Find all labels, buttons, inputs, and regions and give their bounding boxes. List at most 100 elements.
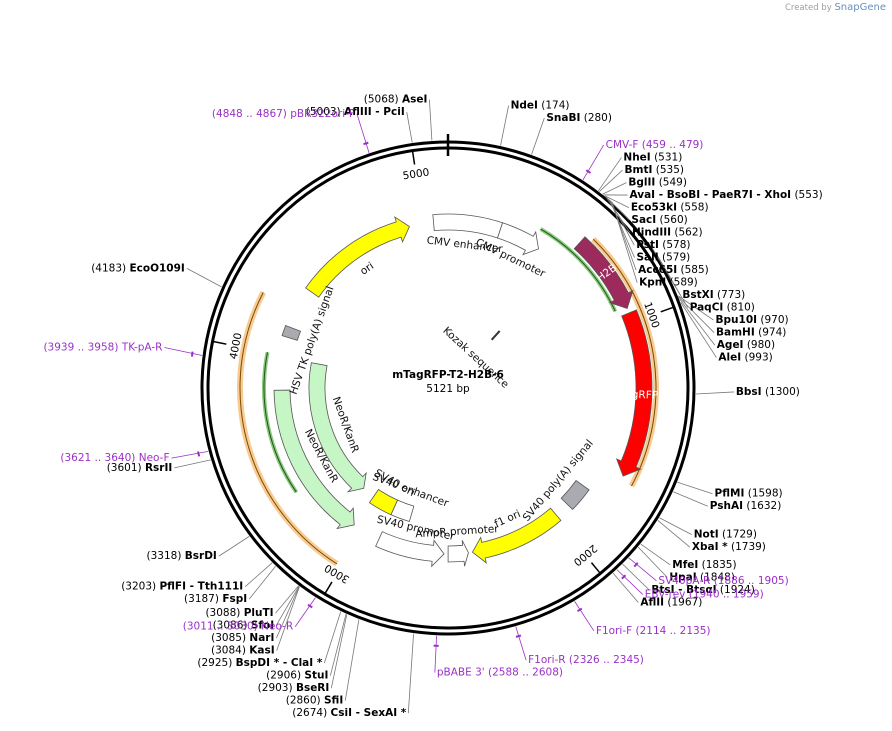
site-label[interactable]: (3086) SfoI bbox=[213, 620, 275, 632]
primer-label[interactable]: (3621 .. 3640) Neo-F bbox=[60, 452, 169, 464]
primer-label[interactable]: CMV-F (459 .. 479) bbox=[606, 139, 704, 151]
site-label[interactable]: Acc65I (585) bbox=[638, 264, 709, 276]
enzyme-position: (585) bbox=[681, 264, 709, 276]
enzyme-position: (1739) bbox=[731, 541, 766, 553]
primer-label[interactable]: EBV-rev (1940 .. 1959) bbox=[645, 588, 764, 600]
enzyme-position: (4183) bbox=[91, 262, 126, 274]
feature-ampr-promoter[interactable] bbox=[447, 540, 469, 567]
enzyme-position: (1300) bbox=[765, 386, 800, 398]
primer-mark bbox=[307, 603, 313, 609]
site-label[interactable]: NotI (1729) bbox=[694, 529, 757, 541]
feature-sv40-promoter[interactable] bbox=[375, 531, 445, 568]
site-label[interactable]: SalI (579) bbox=[637, 252, 691, 264]
site-label[interactable]: (3187) FspI bbox=[184, 593, 247, 605]
feature-sv40-poly-a-signal[interactable] bbox=[560, 479, 590, 511]
site-label[interactable]: NheI (531) bbox=[623, 152, 682, 164]
site-label[interactable]: (5068) AseI bbox=[364, 94, 428, 106]
enzyme-position: (1967) bbox=[667, 596, 702, 608]
site-label[interactable]: (2925) BspDI * - ClaI * bbox=[197, 657, 322, 669]
enzyme-position: (3084) bbox=[211, 645, 246, 657]
enzyme-name: MfeI bbox=[672, 559, 698, 571]
feature-cmv-enhancer[interactable] bbox=[432, 213, 504, 239]
site-label[interactable]: (3601) RsrII bbox=[107, 462, 173, 474]
site-label[interactable]: (3088) PluTI bbox=[205, 607, 273, 619]
primer-label[interactable]: (3011 .. 3030) Neo-R bbox=[183, 621, 293, 633]
site-label[interactable]: (2903) BseRI bbox=[258, 682, 330, 694]
feature-cmv-promoter[interactable] bbox=[497, 222, 539, 256]
site-label[interactable]: (3203) PflFI - Tth111I bbox=[121, 581, 243, 593]
feature-tagrfp-t[interactable] bbox=[615, 309, 653, 477]
site-label[interactable]: (3084) KasI bbox=[211, 645, 275, 657]
enzyme-position: (1598) bbox=[748, 488, 783, 500]
site-leader bbox=[637, 546, 668, 578]
site-label[interactable]: BbsI (1300) bbox=[736, 386, 800, 398]
site-leader bbox=[500, 105, 509, 146]
site-label[interactable]: HindIII (562) bbox=[632, 227, 703, 239]
primer-label[interactable]: (4848 .. 4867) pBR322ori-F bbox=[212, 108, 355, 120]
primer-label[interactable]: SV40pA-R (1886 .. 1905) bbox=[658, 575, 788, 587]
enzyme-name: AgeI bbox=[717, 339, 744, 351]
site-label[interactable]: (5003) AflIII - PciI bbox=[306, 106, 405, 118]
site-label[interactable]: NdeI (174) bbox=[511, 99, 570, 111]
site-leader bbox=[406, 112, 413, 143]
enzyme-name: BmtI bbox=[625, 164, 653, 176]
enzyme-name: AflIII - PciI bbox=[344, 106, 405, 118]
site-label[interactable]: PaqCI (810) bbox=[690, 302, 755, 314]
site-label[interactable]: (2906) StuI bbox=[266, 670, 328, 682]
primer-leader bbox=[628, 557, 657, 582]
feature-label: TagRFP-T bbox=[619, 388, 667, 402]
primer-label[interactable]: (3939 .. 3958) TK-pA-R bbox=[43, 341, 162, 353]
primer-label[interactable]: F1ori-F (2114 .. 2135) bbox=[596, 625, 711, 637]
site-label[interactable]: AflII (1967) bbox=[640, 596, 702, 608]
feature-neor-kanr[interactable] bbox=[308, 362, 367, 493]
site-label[interactable]: (3318) BsrDI bbox=[147, 550, 217, 562]
site-label[interactable]: HpaI (1848) bbox=[669, 571, 735, 583]
enzyme-name: PshAI bbox=[710, 500, 743, 512]
site-label[interactable]: XbaI * (1739) bbox=[692, 541, 766, 553]
enzyme-name: SacI bbox=[631, 214, 656, 226]
site-label[interactable]: AvaI - BsoBI - PaeR7I - XhoI (553) bbox=[630, 189, 823, 201]
site-label[interactable]: BamHI (974) bbox=[716, 327, 786, 339]
site-label[interactable]: BglII (549) bbox=[628, 177, 687, 189]
site-label[interactable]: SnaBI (280) bbox=[546, 112, 612, 124]
site-label[interactable]: Bpu10I (970) bbox=[716, 314, 789, 326]
feature-sv40-enhancer[interactable] bbox=[390, 499, 415, 523]
site-label[interactable]: BtsI - BtsαI (1924) bbox=[651, 584, 755, 596]
site-label[interactable]: (2674) CsiI - SexAI * bbox=[292, 707, 407, 719]
primer-label[interactable]: F1ori-R (2326 .. 2345) bbox=[528, 654, 644, 666]
site-label[interactable]: (4183) EcoO109I bbox=[91, 262, 185, 274]
site-label[interactable]: PflMI (1598) bbox=[715, 488, 783, 500]
leader-lines bbox=[164, 99, 734, 714]
primer-label[interactable]: pBABE 3' (2588 .. 2608) bbox=[437, 667, 563, 679]
feature-h2b[interactable] bbox=[573, 236, 634, 310]
site-label[interactable]: KpnI (589) bbox=[639, 277, 698, 289]
site-label[interactable]: AgeI (980) bbox=[717, 339, 775, 351]
site-label[interactable]: AleI (993) bbox=[718, 352, 772, 364]
feature-ori[interactable] bbox=[305, 216, 410, 298]
site-label[interactable]: BmtI (535) bbox=[625, 164, 684, 176]
enzyme-position: (5068) bbox=[364, 94, 399, 106]
primer-name: F1ori-F bbox=[596, 625, 632, 637]
site-label[interactable]: Eco53kI (558) bbox=[631, 202, 709, 214]
orange-arc bbox=[240, 291, 266, 351]
site-label[interactable]: MfeI (1835) bbox=[672, 559, 736, 571]
orange-arc-line bbox=[592, 238, 657, 487]
site-label[interactable]: PstI (578) bbox=[636, 239, 690, 251]
enzyme-name: AflII bbox=[640, 596, 664, 608]
feature-neor-kanr[interactable] bbox=[273, 389, 355, 530]
site-label[interactable]: SacI (560) bbox=[631, 214, 687, 226]
feature-f1-ori[interactable] bbox=[471, 507, 562, 564]
site-label[interactable]: (3085) NarI bbox=[211, 632, 274, 644]
feature-hsv-tk-poly-a-signal[interactable] bbox=[281, 325, 302, 341]
feature-label: AmpR promoter bbox=[415, 523, 500, 540]
site-leader bbox=[276, 586, 300, 639]
site-label[interactable]: PshAI (1632) bbox=[710, 500, 782, 512]
feature-sv40-ori[interactable] bbox=[368, 488, 399, 516]
enzyme-position: (549) bbox=[659, 177, 687, 189]
primer-leader bbox=[574, 601, 595, 632]
snapgene-credit: Created by SnapGene bbox=[785, 2, 886, 13]
primer-leader bbox=[164, 347, 203, 356]
site-label[interactable]: BstXI (773) bbox=[682, 289, 745, 301]
site-label[interactable]: (2860) SfiI bbox=[286, 695, 344, 707]
